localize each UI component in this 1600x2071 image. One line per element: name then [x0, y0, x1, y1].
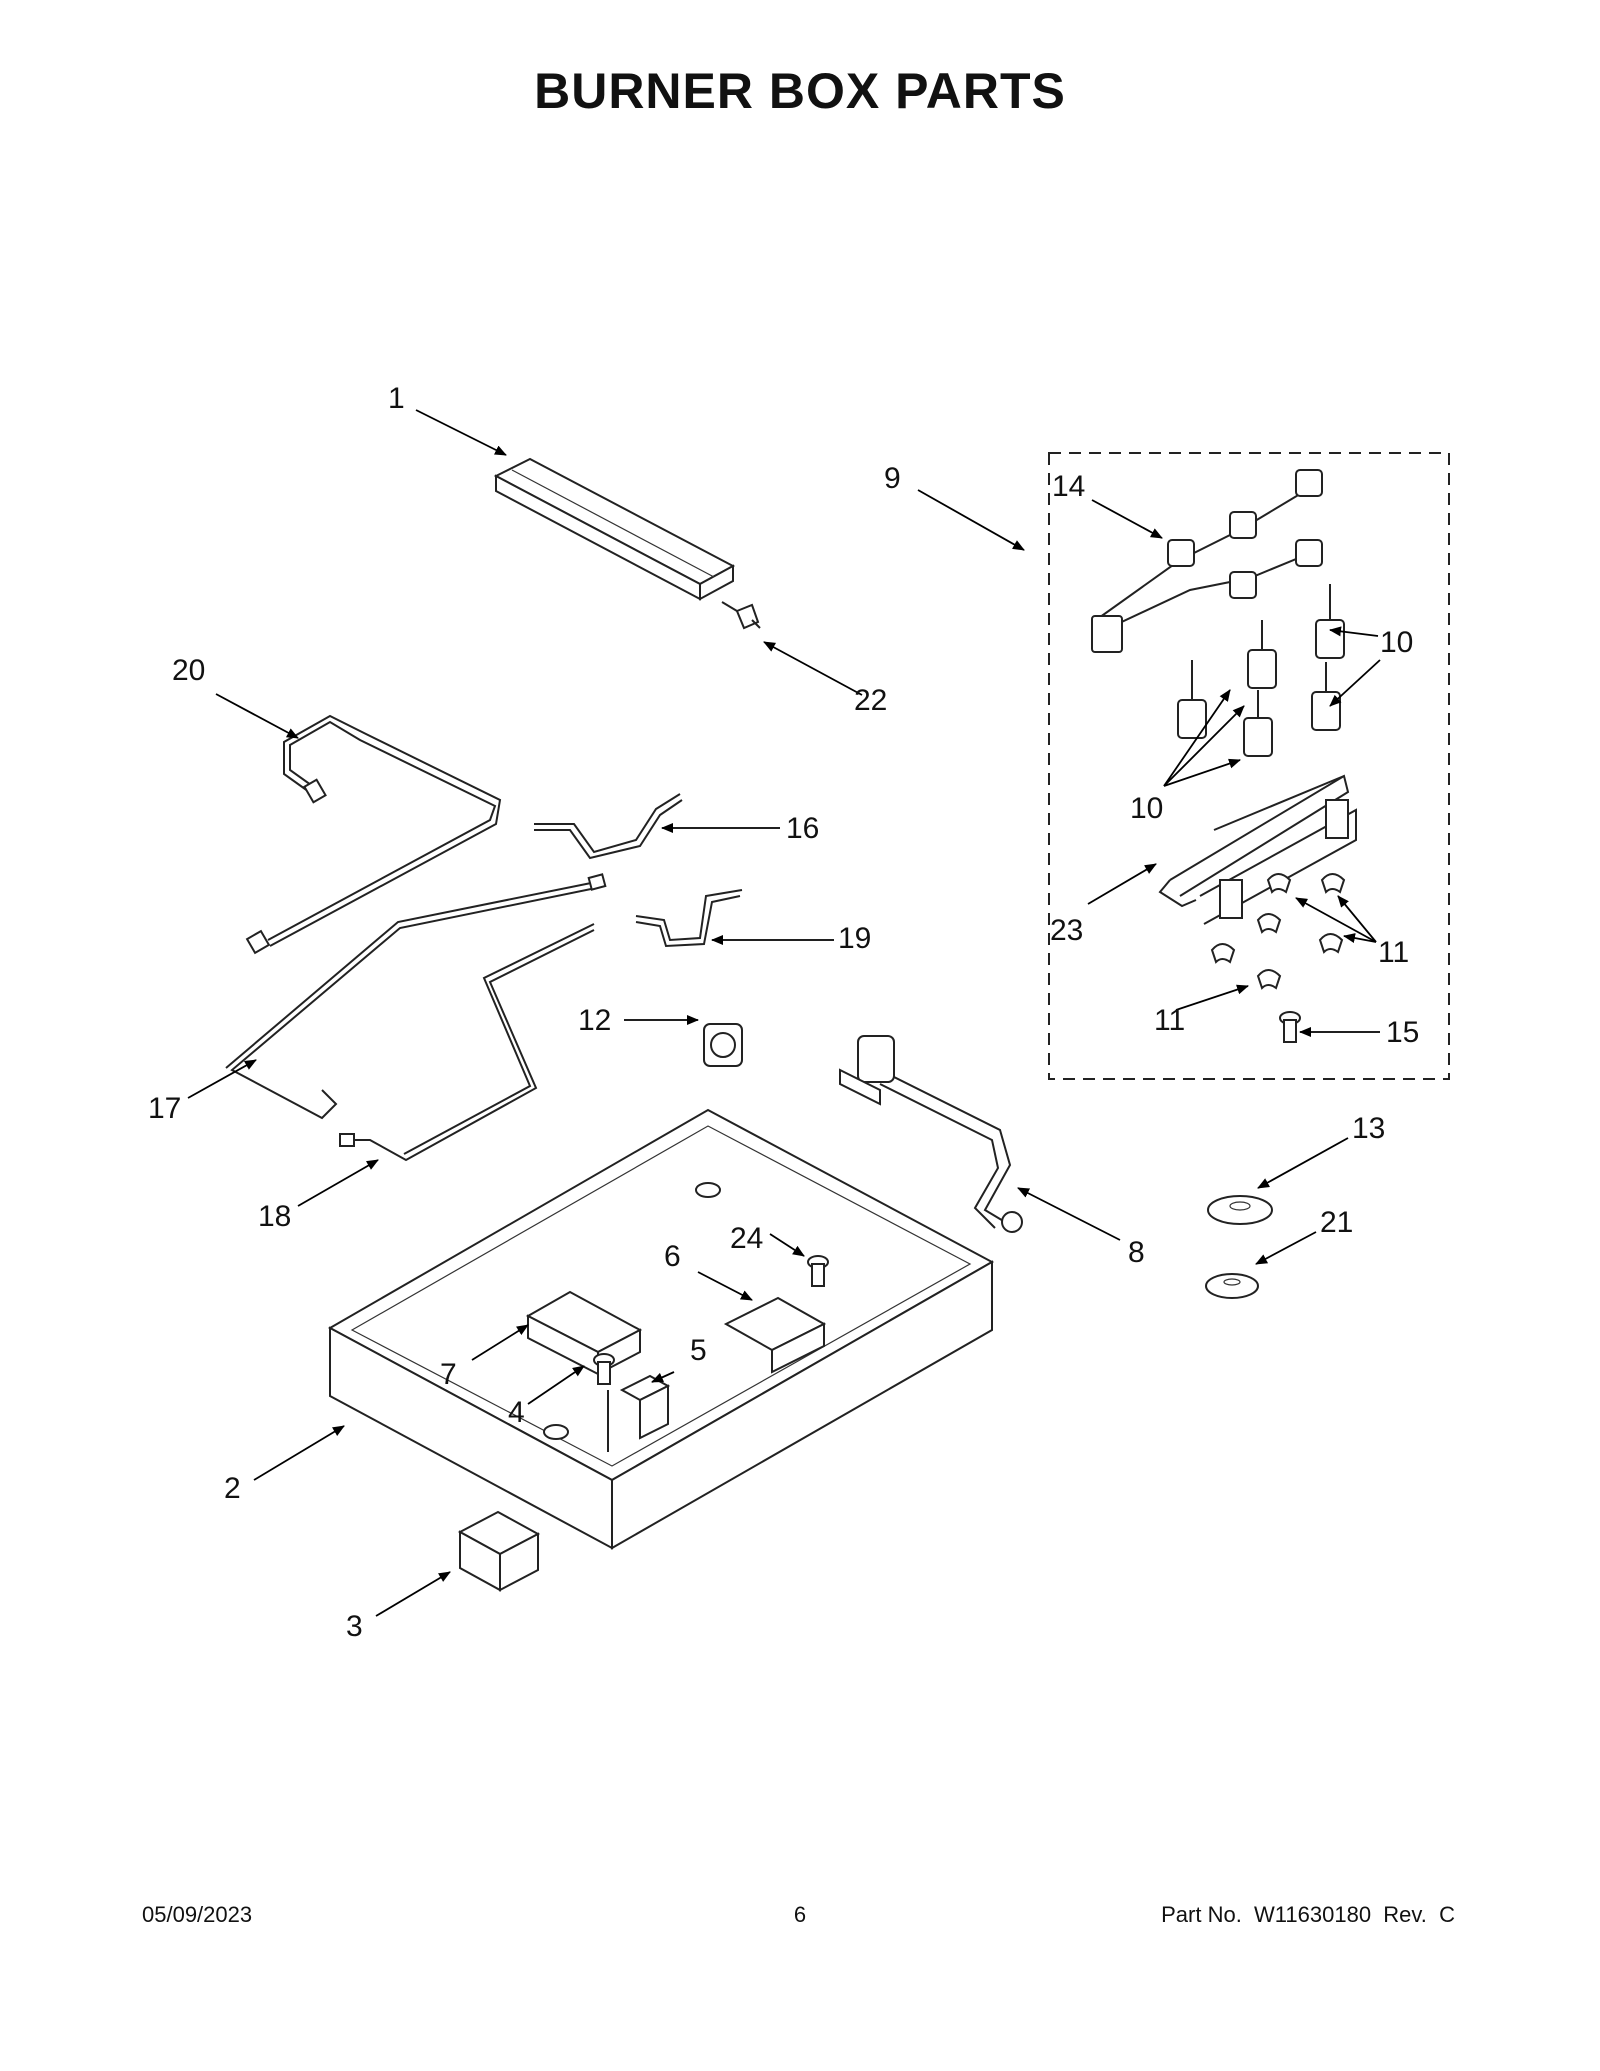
callout-19: 19 [838, 922, 871, 955]
callout-24: 24 [730, 1222, 763, 1255]
page-title: BURNER BOX PARTS [534, 63, 1066, 119]
part-14-igniter-harness [1091, 469, 1323, 653]
footer-part-number: Part No. W11630180 Rev. C [1161, 1902, 1455, 1927]
callout-13: 13 [1352, 1112, 1385, 1145]
callout-3: 3 [346, 1610, 363, 1643]
callout-9: 9 [884, 462, 901, 495]
callout-23: 23 [1050, 914, 1083, 947]
callout-17: 17 [148, 1092, 181, 1125]
part-15-screw [1279, 1011, 1301, 1043]
footer-date: 05/09/2023 [142, 1902, 253, 1927]
leader-lines [187, 409, 1381, 1617]
callout-11-right: 11 [1378, 936, 1409, 969]
callout-7: 7 [440, 1358, 457, 1391]
part-10-valves [1177, 584, 1345, 757]
part-24-screw [807, 1255, 829, 1287]
part-12-regulator [703, 1023, 743, 1067]
callout-15: 15 [1386, 1016, 1419, 1049]
callout-2: 2 [224, 1472, 241, 1505]
part-22-screw [721, 601, 761, 630]
part-8-manifold [839, 1035, 1023, 1233]
part-2-burner-box [327, 1108, 995, 1550]
callout-8: 8 [1128, 1236, 1145, 1269]
callout-6: 6 [664, 1240, 681, 1273]
part-23-manifold [1158, 774, 1357, 925]
part-21-cap [1205, 1273, 1259, 1299]
callout-4: 4 [508, 1396, 525, 1429]
assembly-9-boundary [1048, 452, 1450, 1080]
part-1-bracket [493, 457, 736, 601]
part-13-cap [1207, 1195, 1273, 1225]
callout-21: 21 [1320, 1206, 1353, 1239]
callout-22: 22 [854, 684, 887, 717]
callout-12: 12 [578, 1004, 611, 1037]
part-6-shield [723, 1296, 827, 1374]
footer-page-number: 6 [793, 1902, 807, 1927]
part-19-tube [635, 889, 743, 948]
part-16-tube [534, 793, 683, 860]
part-17-tube [225, 873, 607, 1120]
callout-14: 14 [1052, 470, 1085, 503]
callout-1: 1 [388, 382, 405, 415]
part-11-clips [1210, 873, 1346, 990]
part-18-tube [339, 923, 595, 1162]
callout-20: 20 [172, 654, 205, 687]
part-4-screw [593, 1353, 615, 1385]
part-3-bracket [457, 1510, 541, 1592]
part-20-gas-tube [245, 714, 502, 955]
callout-10-left: 10 [1130, 792, 1163, 825]
callout-11-left: 11 [1154, 1004, 1185, 1037]
callout-10-right: 10 [1380, 626, 1413, 659]
callout-18: 18 [258, 1200, 291, 1233]
callout-16: 16 [786, 812, 819, 845]
callout-5: 5 [690, 1334, 707, 1367]
